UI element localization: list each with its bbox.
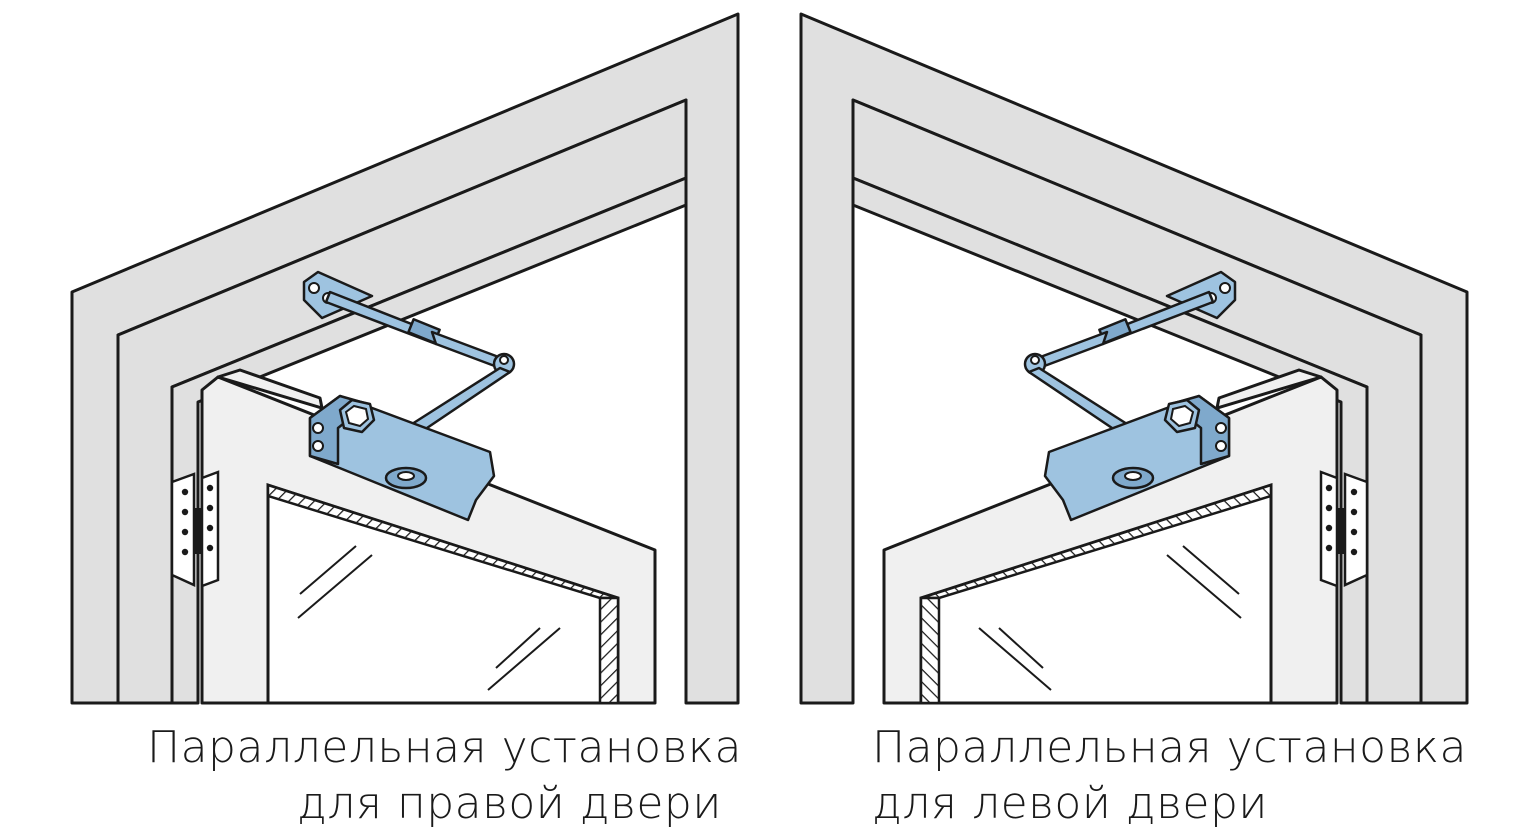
caption-right-door-line2: для правой двери <box>297 778 722 829</box>
caption-right-door-line1: Параллельная установка <box>147 722 742 773</box>
door-frame <box>70 12 740 705</box>
caption-left-door-line1: Параллельная установка <box>872 722 1467 773</box>
door-hinge <box>170 470 220 588</box>
door-closer <box>302 270 516 522</box>
door-closer <box>1023 270 1237 522</box>
caption-left-door-line2: для левой двери <box>872 778 1268 829</box>
door-frame <box>799 12 1469 705</box>
glass-panel <box>266 482 620 705</box>
left-door-diagram <box>799 12 1469 705</box>
glass-panel <box>919 482 1273 705</box>
door-hinge <box>1319 470 1369 588</box>
right-door-diagram <box>70 12 740 705</box>
